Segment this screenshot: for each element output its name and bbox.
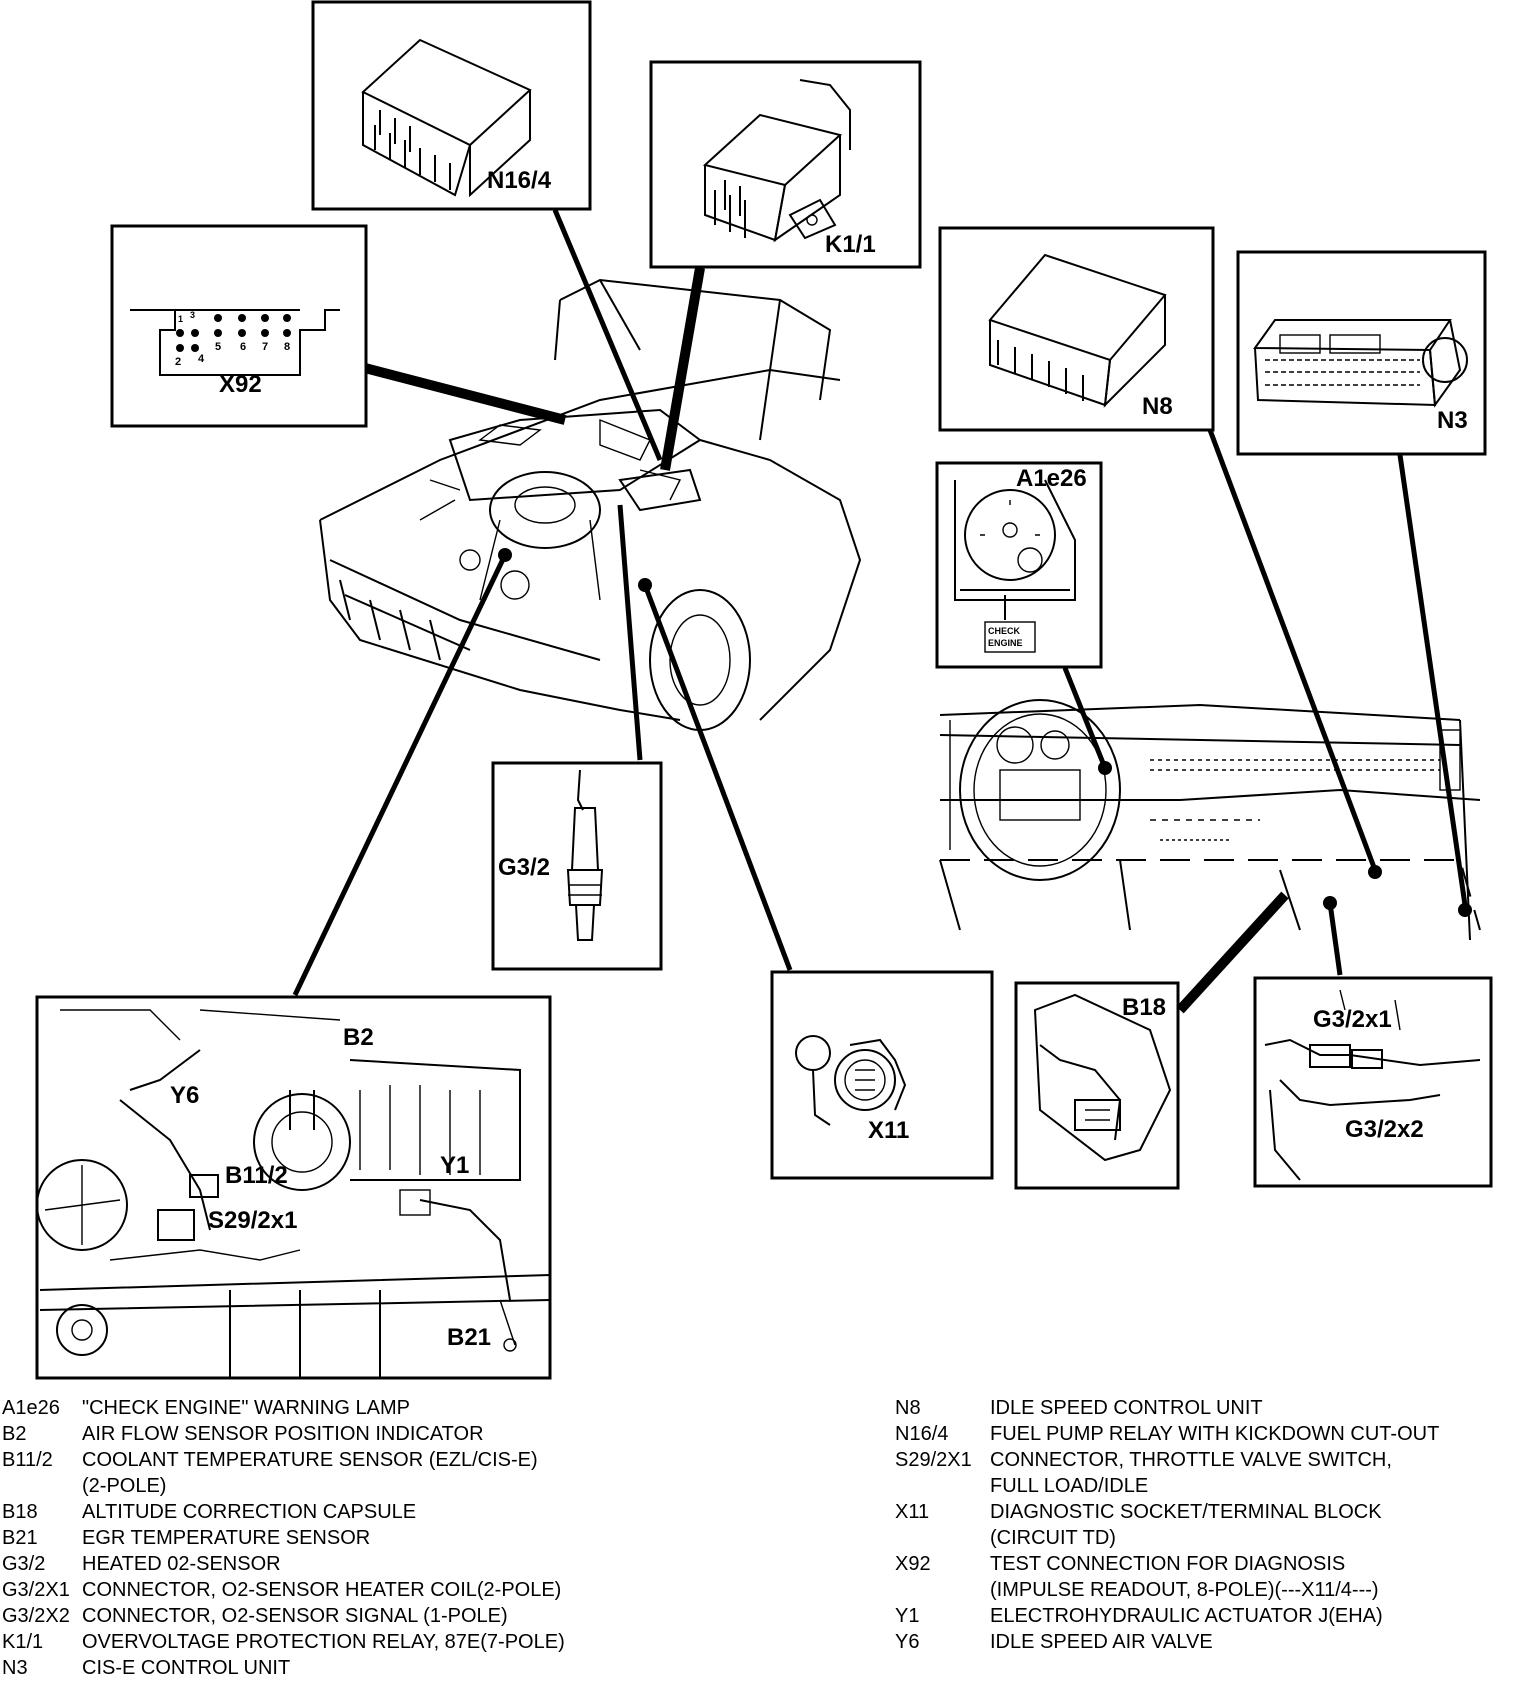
label-n8: N8 [1142, 393, 1173, 420]
legend-row: A1e26"CHECK ENGINE" WARNING LAMP [2, 1397, 410, 1419]
leader-lines [292, 209, 1472, 1014]
x11-box: X11 [770, 970, 994, 1180]
legend-row: (2-POLE) [82, 1475, 167, 1497]
label-y6: Y6 [170, 1082, 199, 1109]
n8-box: N8 [938, 226, 1215, 432]
label-b2: B2 [343, 1024, 374, 1051]
x92-pin-1: 1 [178, 314, 183, 324]
a1e26-box: CHECK ENGINE A1e26 [935, 461, 1103, 669]
n16-4-box: N16/4 [311, 0, 592, 211]
label-s29-2x1: S29/2x1 [208, 1207, 297, 1234]
label-k1-1: K1/1 [825, 231, 876, 258]
label-g3-2x1: G3/2x1 [1313, 1006, 1392, 1033]
x92-pin-2: 2 [175, 356, 181, 368]
x92-pin-4: 4 [198, 353, 205, 365]
g3-2-box: G3/2 [491, 761, 663, 971]
legend-row: (CIRCUIT TD) [990, 1527, 1116, 1549]
x92-pin-7: 7 [262, 341, 268, 353]
label-g3-2x2: G3/2x2 [1345, 1116, 1424, 1143]
n3-box: N3 [1236, 250, 1487, 456]
x92-box: 1 3 5 6 7 8 2 4 X92 [110, 224, 368, 428]
engine-bay-detail-box: B2 Y6 B11/2 Y1 S29/2x1 B21 [35, 995, 552, 1380]
check-engine-text-2: ENGINE [988, 638, 1023, 648]
legend-row: (IMPULSE READOUT, 8-POLE)(---X11/4---) [990, 1579, 1379, 1601]
check-engine-text-1: CHECK [988, 626, 1021, 636]
label-n3: N3 [1437, 407, 1468, 434]
label-x92: X92 [219, 371, 262, 398]
label-x11: X11 [868, 1117, 909, 1144]
label-y1: Y1 [440, 1152, 469, 1179]
x92-pin-3: 3 [190, 310, 195, 320]
x92-pin-8: 8 [284, 341, 290, 353]
g3-2x1-box: G3/2x1 G3/2x2 [1253, 976, 1493, 1188]
label-a1e26: A1e26 [1016, 465, 1087, 492]
k1-1-box: K1/1 [649, 60, 922, 269]
x92-pin-5: 5 [215, 341, 221, 353]
label-b11-2: B11/2 [225, 1162, 288, 1189]
legend-row: FULL LOAD/IDLE [990, 1475, 1149, 1497]
x92-pin-6: 6 [240, 341, 246, 353]
dashboard-sketch [939, 699, 1481, 941]
label-n16-4: N16/4 [487, 167, 552, 194]
label-b21: B21 [447, 1324, 491, 1351]
b18-box: B18 [1014, 981, 1180, 1190]
car-front-sketch [319, 278, 862, 731]
label-g3-2: G3/2 [498, 854, 550, 881]
label-b18: B18 [1122, 994, 1166, 1021]
